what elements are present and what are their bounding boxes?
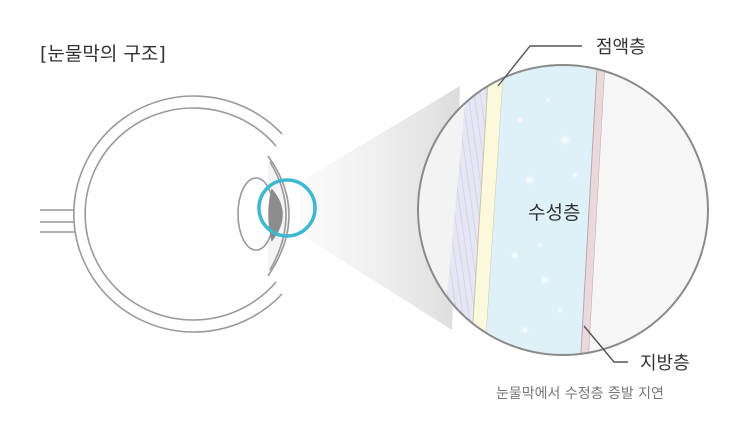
lipid-layer-label: 지방층: [640, 353, 690, 374]
lipid-layer-note: 눈물막에서 수정층 증발 지연: [496, 386, 664, 402]
magnification-beam: [300, 86, 460, 330]
lipid-layer-leader: [583, 325, 628, 363]
diagram-title: [눈물막의 구조]: [40, 43, 166, 65]
lipid-layer-band: [579, 65, 607, 355]
mucin-layer-label: 점액층: [596, 37, 646, 58]
mucin-layer-band: [469, 65, 506, 355]
cornea-highlight-ring: [257, 178, 317, 238]
aqueous-layer-label: 수성층: [528, 202, 580, 224]
magnified-circle-outline: [417, 64, 709, 356]
epithelium-layer: [440, 65, 490, 355]
eyeball-illustration: [40, 95, 290, 333]
aqueous-layer-band: [484, 65, 598, 355]
mucin-layer-leader: [497, 45, 582, 87]
